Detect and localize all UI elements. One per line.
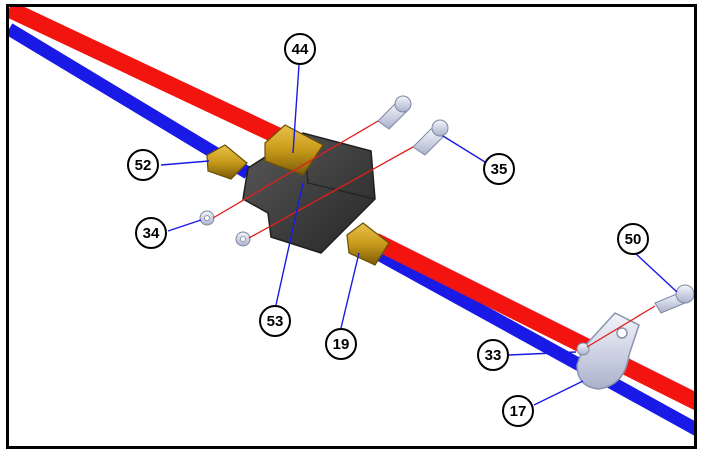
callout-19: 19	[325, 328, 357, 360]
nut-34	[199, 210, 215, 226]
svg-text:35: 35	[491, 161, 508, 178]
bolt-50	[654, 284, 694, 314]
svg-text:19: 19	[333, 336, 350, 353]
callout-44: 44	[284, 33, 316, 65]
svg-text:33: 33	[485, 347, 502, 364]
bolt-upper	[377, 95, 412, 130]
svg-text:17: 17	[510, 403, 527, 420]
callout-53: 53	[259, 305, 291, 337]
callout-52: 52	[127, 149, 159, 181]
svg-text:44: 44	[292, 41, 309, 58]
callout-50: 50	[617, 223, 649, 255]
svg-text:34: 34	[143, 225, 160, 242]
callout-33: 33	[477, 339, 509, 371]
svg-text:52: 52	[135, 157, 152, 174]
svg-text:53: 53	[267, 313, 284, 330]
bolt-35	[412, 119, 449, 156]
blue-hose	[9, 23, 694, 436]
leader-lines	[160, 64, 678, 406]
brass-fitting-19	[346, 222, 390, 266]
red-hose	[9, 7, 694, 411]
nut-lower-left	[235, 231, 251, 247]
nut-33	[576, 342, 590, 356]
callout-17: 17	[502, 395, 534, 427]
exploded-parts-diagram: 44 52 34 35 53 19 50 33 17	[9, 7, 694, 436]
callout-35: 35	[483, 153, 515, 185]
assembly-center-lines	[212, 120, 656, 348]
svg-text:50: 50	[625, 231, 642, 248]
diagram-frame: 44 52 34 35 53 19 50 33 17	[6, 4, 697, 449]
brass-fitting-52	[206, 144, 248, 180]
hose-clamp-bracket	[576, 312, 640, 390]
callout-34: 34	[135, 217, 167, 249]
